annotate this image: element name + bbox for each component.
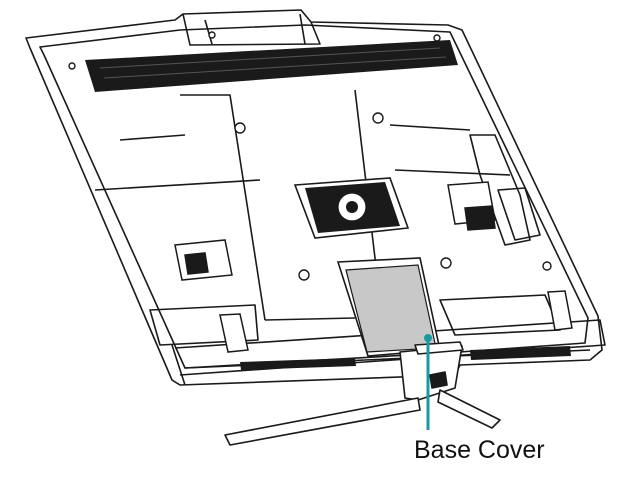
callout-label: Base Cover bbox=[414, 436, 545, 464]
callout: Base Cover bbox=[414, 334, 545, 464]
base-cover bbox=[336, 257, 441, 357]
port-blocks bbox=[174, 181, 573, 353]
bottom-vent bbox=[240, 346, 571, 370]
callout-dot bbox=[424, 334, 432, 342]
vent-grille bbox=[85, 40, 458, 92]
cooling-fan bbox=[293, 177, 410, 239]
screw-holes bbox=[68, 31, 552, 281]
stand bbox=[224, 341, 501, 446]
